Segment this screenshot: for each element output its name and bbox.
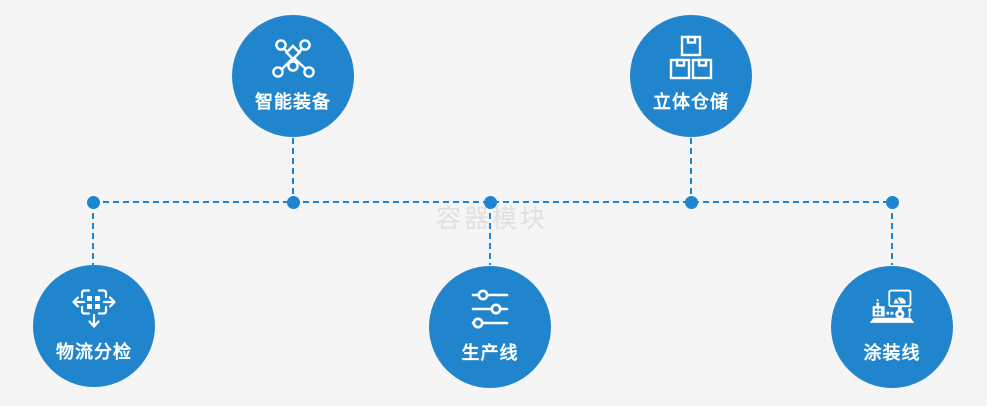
network-nodes-icon xyxy=(269,34,317,82)
connector-painting-line xyxy=(891,203,893,265)
node-label: 涂装线 xyxy=(863,343,921,363)
node-label: 智能装备 xyxy=(255,92,331,112)
node-label: 物流分检 xyxy=(56,342,132,362)
connector-stereo-warehouse xyxy=(690,138,692,201)
node-smart-equipment: 智能装备 xyxy=(232,15,354,137)
machine-monitor-icon xyxy=(868,285,916,333)
node-painting-line: 涂装线 xyxy=(831,266,953,388)
node-label: 生产线 xyxy=(461,343,519,363)
node-production-line: 生产线 xyxy=(429,266,551,388)
node-label: 立体仓储 xyxy=(653,92,729,112)
connector-smart-equipment xyxy=(292,138,294,201)
junction-dot-left xyxy=(87,196,100,209)
connector-logistics-sorting xyxy=(92,203,94,265)
stacked-boxes-icon xyxy=(667,34,715,82)
connector-production-line xyxy=(489,203,491,265)
junction-dot-smart-equipment xyxy=(287,196,300,209)
sliders-icon xyxy=(466,285,514,333)
node-logistics-sorting: 物流分检 xyxy=(33,265,155,387)
node-stereo-warehouse: 立体仓储 xyxy=(630,15,752,137)
sorting-arrows-icon xyxy=(70,284,118,332)
junction-dot-right xyxy=(886,196,899,209)
junction-dot-center xyxy=(484,196,497,209)
junction-dot-stereo-warehouse xyxy=(685,196,698,209)
